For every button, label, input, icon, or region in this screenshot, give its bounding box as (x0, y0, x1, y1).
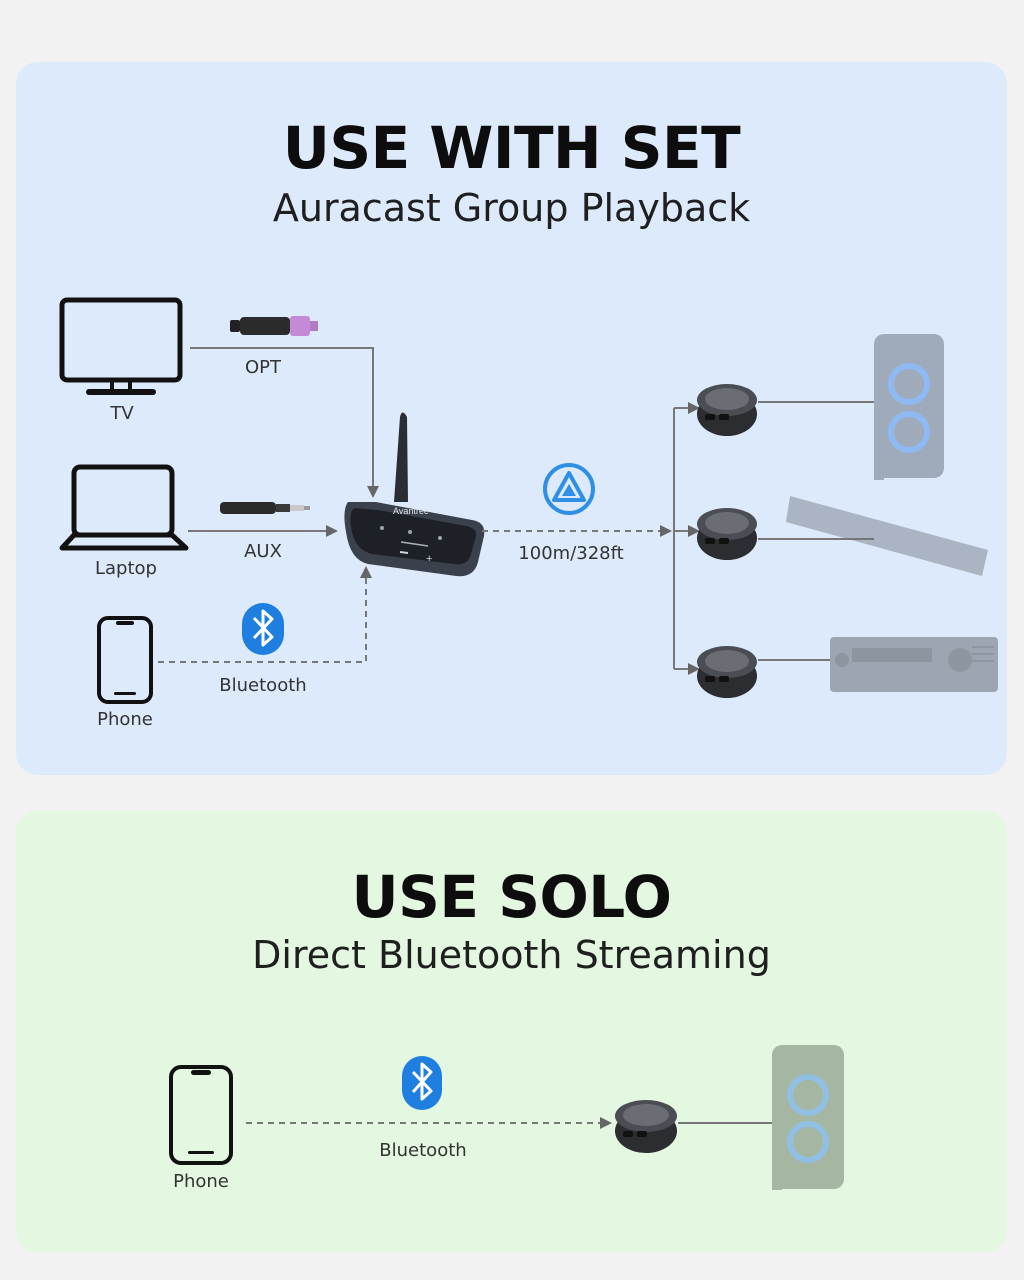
use-solo-panel: USE SOLO Direct Bluetooth Streaming (16, 811, 1007, 1252)
opt-label: OPT (244, 357, 282, 378)
tv-icon (59, 297, 183, 395)
solo-bluetooth-label: Bluetooth (379, 1140, 467, 1161)
phone-icon (169, 1065, 233, 1165)
party-speaker (772, 1045, 844, 1190)
optical-cable-icon (230, 316, 318, 336)
receiver-device (697, 508, 757, 560)
transmitter-device: Avantree + (344, 412, 485, 577)
solo-phone-label: Phone (173, 1171, 229, 1192)
set-title: USE WITH SET (282, 114, 741, 182)
bluetooth-label: Bluetooth (219, 675, 307, 696)
receiver-device (615, 1100, 677, 1153)
phone-label: Phone (97, 709, 153, 730)
laptop-label: Laptop (95, 558, 157, 579)
transmitter-brand: Avantree (393, 506, 429, 516)
solo-title: USE SOLO (351, 863, 672, 931)
set-subtitle: Auracast Group Playback (272, 186, 751, 230)
receiver-device (697, 646, 757, 698)
bluetooth-icon (242, 603, 284, 655)
auracast-icon (543, 463, 595, 515)
solo-subtitle: Direct Bluetooth Streaming (252, 933, 771, 977)
aux-cable-icon (220, 502, 310, 514)
solo-diagram (169, 1045, 844, 1190)
party-speaker (874, 334, 944, 480)
tv-label: TV (110, 403, 134, 424)
laptop-icon (59, 464, 189, 551)
svg-text:+: + (426, 553, 432, 565)
set-diagram: Avantree + (59, 297, 998, 704)
aux-label: AUX (244, 541, 282, 562)
av-receiver (830, 637, 998, 692)
bluetooth-icon (402, 1056, 442, 1110)
use-with-set-panel: USE WITH SET Auracast Group Playback (16, 62, 1007, 775)
receiver-device (697, 384, 757, 436)
range-label: 100m/328ft (518, 543, 624, 564)
soundbar (786, 496, 988, 576)
phone-icon (97, 616, 153, 704)
